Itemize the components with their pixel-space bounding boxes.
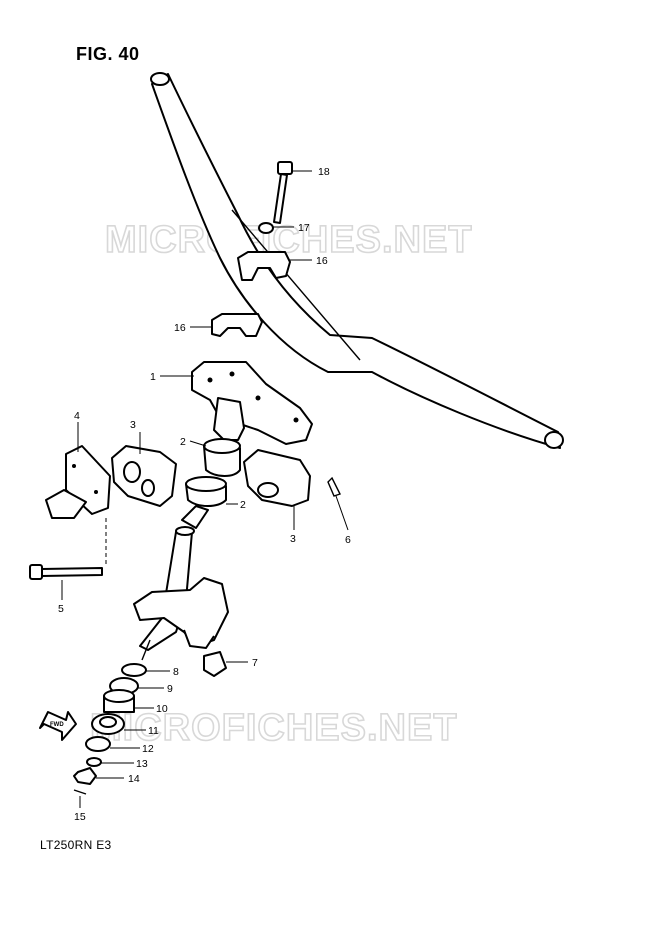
callout-16-lower: 16 <box>174 322 186 334</box>
callout-17: 17 <box>298 222 310 234</box>
lower-bracket <box>133 577 229 649</box>
bearing-10 <box>103 689 135 713</box>
callout-7: 7 <box>252 657 258 669</box>
upper-holder-16a <box>237 251 291 281</box>
forward-arrow-icon: FWD <box>39 711 77 741</box>
callout-8: 8 <box>173 666 179 678</box>
fwd-label: FWD <box>50 722 64 728</box>
washer-17 <box>258 222 274 234</box>
pin-15 <box>73 789 87 795</box>
callout-11: 11 <box>148 725 159 737</box>
handlebar <box>150 72 564 449</box>
oring-8 <box>121 663 147 677</box>
callout-1: 1 <box>150 371 156 383</box>
callout-9: 9 <box>167 683 173 695</box>
callout-14: 14 <box>128 773 140 785</box>
callout-12: 12 <box>142 743 154 755</box>
callout-16-upper: 16 <box>316 255 328 267</box>
upper-holder-16b <box>211 313 263 337</box>
callout-3-left: 3 <box>130 419 136 431</box>
callout-4: 4 <box>74 410 80 422</box>
washer-13 <box>86 757 102 767</box>
callout-3-right: 3 <box>290 533 296 545</box>
figure-title: FIG. 40 <box>76 44 140 64</box>
callout-2-lower: 2 <box>240 499 246 511</box>
model-code: LT250RN E3 <box>40 838 112 852</box>
callout-15: 15 <box>74 811 86 823</box>
callout-5: 5 <box>58 603 64 615</box>
bolt-18 <box>273 161 293 224</box>
callout-6: 6 <box>345 534 351 546</box>
plate-4 <box>45 445 111 519</box>
cotter-pin-6 <box>327 476 341 497</box>
callout-13: 13 <box>136 758 148 770</box>
callout-18: 18 <box>318 166 330 178</box>
shaft-holder-3-right <box>243 449 311 507</box>
washer-12 <box>85 736 111 752</box>
leader-lines <box>61 170 349 808</box>
watermark-top: MICROFICHES.NET <box>105 219 473 261</box>
race-11 <box>91 713 125 735</box>
callout-labels: 18 17 16 16 1 2 2 3 3 4 5 6 7 8 9 10 11 … <box>58 166 351 823</box>
watermark-bottom: MICROFICHES.NET <box>90 707 458 749</box>
bushing-2-lower <box>185 476 227 507</box>
upper-bracket-1 <box>191 361 313 445</box>
cap-7 <box>203 651 227 677</box>
shaft-holder-3-left <box>111 445 177 507</box>
bushing-2-upper <box>203 438 241 477</box>
nut-14 <box>73 767 97 785</box>
callout-10: 10 <box>156 703 168 715</box>
callout-2-upper: 2 <box>180 436 186 448</box>
bolt-5 <box>29 564 103 580</box>
